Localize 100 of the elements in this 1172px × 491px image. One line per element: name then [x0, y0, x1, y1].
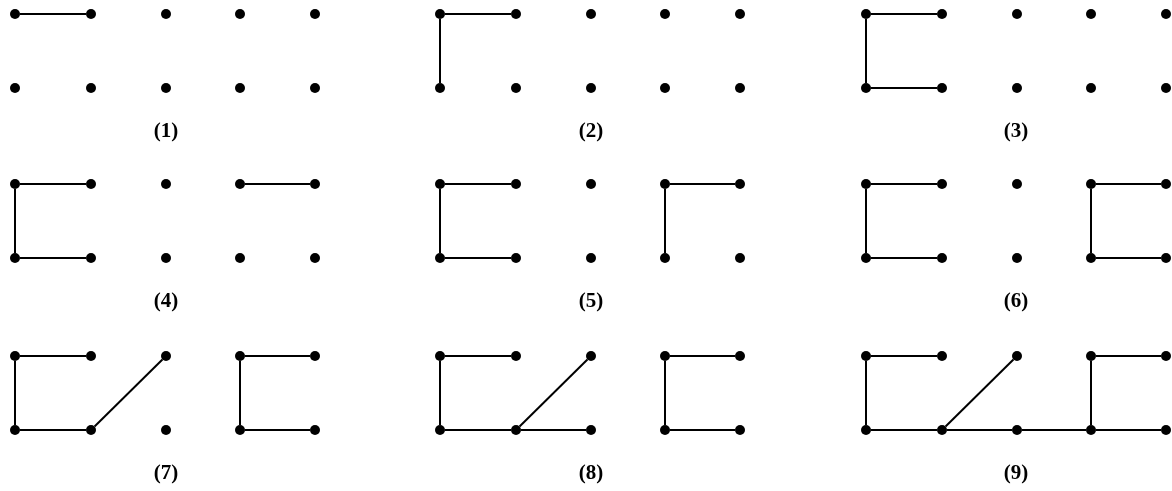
dot: [586, 351, 596, 361]
dot: [235, 9, 245, 19]
dot: [861, 83, 871, 93]
dot: [161, 351, 171, 361]
dot: [937, 425, 947, 435]
dot: [161, 9, 171, 19]
dot: [161, 253, 171, 263]
dot: [1161, 253, 1171, 263]
dot: [10, 351, 20, 361]
connecting-line: [664, 360, 666, 426]
connecting-line: [1095, 257, 1162, 259]
connecting-line: [244, 183, 311, 185]
dot: [937, 253, 947, 263]
dot: [1012, 253, 1022, 263]
figure-number: (4): [153, 290, 179, 311]
figure-number: (6): [1003, 290, 1029, 311]
connecting-line: [444, 257, 512, 259]
dot: [235, 179, 245, 189]
connecting-line: [669, 429, 736, 431]
dot: [660, 425, 670, 435]
dot: [1161, 83, 1171, 93]
dot: [735, 83, 745, 93]
connecting-line: [1090, 188, 1092, 254]
dot: [435, 425, 445, 435]
connecting-line: [1095, 183, 1162, 185]
connecting-line: [439, 360, 441, 426]
connecting-line: [19, 429, 87, 431]
dot: [511, 253, 521, 263]
dot: [435, 83, 445, 93]
connecting-line: [244, 429, 311, 431]
connecting-line: [1021, 429, 1087, 431]
dot: [1086, 253, 1096, 263]
figure-number: (8): [578, 462, 604, 483]
dot: [10, 9, 20, 19]
connecting-line: [1090, 360, 1092, 426]
connecting-line: [865, 360, 867, 426]
dot: [861, 351, 871, 361]
connecting-line: [444, 13, 512, 15]
figure-number: (3): [1003, 120, 1029, 141]
connecting-line: [669, 355, 736, 357]
dot: [735, 9, 745, 19]
dot: [161, 425, 171, 435]
dot: [1086, 425, 1096, 435]
dot: [937, 179, 947, 189]
connecting-line: [669, 183, 736, 185]
dot: [1012, 83, 1022, 93]
dot: [86, 351, 96, 361]
dot: [586, 9, 596, 19]
dot: [1161, 9, 1171, 19]
connecting-line: [19, 13, 87, 15]
dot: [1086, 351, 1096, 361]
dot: [735, 179, 745, 189]
dot: [735, 425, 745, 435]
connecting-line: [870, 87, 938, 89]
dot: [1086, 9, 1096, 19]
dot: [511, 9, 521, 19]
dot: [586, 253, 596, 263]
dot: [586, 179, 596, 189]
connecting-line: [244, 355, 311, 357]
dot: [86, 9, 96, 19]
figure-number: (2): [578, 120, 604, 141]
dot: [235, 351, 245, 361]
dot: [1086, 83, 1096, 93]
dot: [660, 179, 670, 189]
dot: [10, 179, 20, 189]
dot: [660, 351, 670, 361]
dot: [235, 83, 245, 93]
figure-number: (7): [153, 462, 179, 483]
connecting-line: [870, 429, 938, 431]
dot: [435, 253, 445, 263]
dot: [310, 253, 320, 263]
connecting-line: [19, 257, 87, 259]
dot: [86, 179, 96, 189]
dot: [435, 179, 445, 189]
connecting-line: [946, 429, 1013, 431]
connecting-line: [239, 360, 241, 426]
dot: [1012, 9, 1022, 19]
dot: [586, 83, 596, 93]
dot: [310, 9, 320, 19]
dot: [1012, 179, 1022, 189]
dot: [435, 9, 445, 19]
connecting-line: [19, 183, 87, 185]
dot: [937, 83, 947, 93]
dot: [511, 425, 521, 435]
dot: [235, 253, 245, 263]
connecting-line: [870, 355, 938, 357]
dot: [660, 253, 670, 263]
dot: [660, 83, 670, 93]
connecting-line: [870, 183, 938, 185]
dot: [660, 9, 670, 19]
connecting-line: [870, 257, 938, 259]
dot: [735, 351, 745, 361]
dot: [86, 83, 96, 93]
dot: [1012, 351, 1022, 361]
dot: [861, 425, 871, 435]
dot: [1086, 179, 1096, 189]
dot: [10, 425, 20, 435]
dot: [937, 351, 947, 361]
dot: [161, 179, 171, 189]
connecting-line: [1095, 355, 1162, 357]
